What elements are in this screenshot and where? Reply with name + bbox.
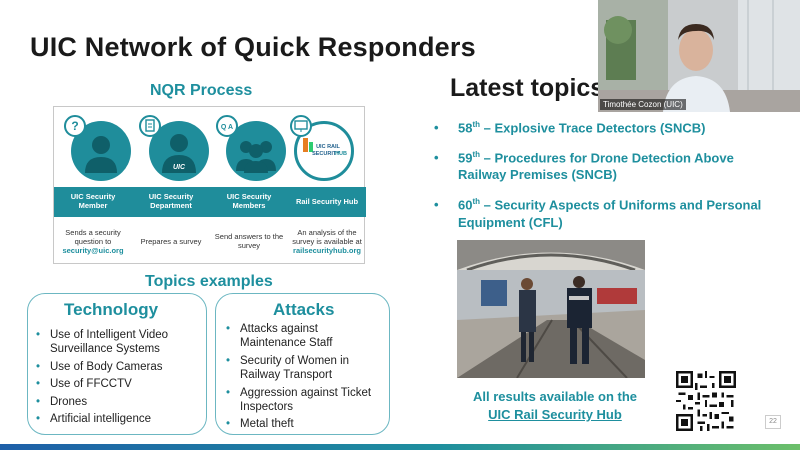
video-feed	[598, 0, 800, 112]
list-item: Artificial intelligence	[36, 412, 204, 427]
list-item: Metal theft	[226, 417, 386, 432]
attacks-list: Attacks against Maintenance Staff Securi…	[226, 322, 386, 435]
attacks-box: Attacks Attacks against Maintenance Staf…	[215, 293, 390, 435]
process-icons: ? UIC Q A UIC RAIL SECURITY HUB	[54, 107, 366, 185]
clipboard-icon	[139, 115, 161, 137]
hub-logo-text-1: UIC RAIL	[316, 144, 340, 150]
nqr-process-title: NQR Process	[150, 82, 253, 99]
slide-title: UIC Network of Quick Responders	[30, 32, 476, 62]
latest-topics-list: 58th – Explosive Trace Detectors (SNCB) …	[432, 120, 772, 244]
topic-item: 59th – Procedures for Drone Detection Ab…	[432, 150, 772, 184]
attacks-title: Attacks	[273, 300, 335, 319]
participant-video[interactable]: Timothée Cozon (UIC)	[598, 0, 800, 112]
list-item: Drones	[36, 395, 204, 410]
hub-logo-text-3: HUB	[335, 151, 347, 157]
role-desc-text: An analysis of the survey is available a…	[292, 227, 362, 246]
technology-box: Technology Use of Intelligent Video Surv…	[27, 293, 207, 435]
hub-logo-text-2: SECURITY	[312, 151, 340, 157]
role-description: An analysis of the survey is available a…	[288, 219, 366, 263]
role-header: UIC Security Department	[148, 192, 194, 210]
hub-website-link[interactable]: railsecurityhub.org	[293, 245, 361, 255]
list-item: Use of Intelligent Video Surveillance Sy…	[36, 328, 204, 357]
svg-text:Q A: Q A	[221, 124, 233, 131]
results-note: All results available on the UIC Rail Se…	[455, 388, 655, 423]
topic-item: 60th – Security Aspects of Uniforms and …	[432, 197, 772, 231]
participant-name-label: Timothée Cozon (UIC)	[600, 99, 686, 110]
technology-title: Technology	[64, 300, 159, 319]
role-header-band: UIC Security Member UIC Security Departm…	[54, 187, 366, 217]
role-description: Sends a security question to security@ui…	[54, 219, 132, 263]
nqr-process-diagram: ? UIC Q A UIC RAIL SECURITY HUB	[53, 106, 366, 264]
list-item: Security of Women in Railway Transport	[226, 354, 386, 383]
role-header: Rail Security Hub	[295, 196, 359, 206]
list-item: Attacks against Maintenance Staff	[226, 322, 386, 351]
member-person-icon	[71, 121, 131, 181]
role-description: Send answers to the survey	[210, 219, 288, 263]
page-number: 22	[765, 415, 781, 429]
role-desc-text: Prepares a survey	[140, 236, 202, 246]
list-item: Aggression against Ticket Inspectors	[226, 386, 386, 415]
list-item: Use of Body Cameras	[36, 360, 204, 375]
role-desc-text: Send answers to the survey	[214, 232, 284, 250]
station-photo	[457, 240, 645, 378]
role-header: UIC Security Members	[226, 192, 272, 210]
rail-security-hub-link[interactable]: UIC Rail Security Hub	[488, 406, 622, 422]
role-header: UIC Security Member	[70, 192, 116, 210]
latest-topics-title: Latest topics	[450, 74, 605, 102]
technology-list: Use of Intelligent Video Surveillance Sy…	[36, 328, 204, 429]
list-item: Use of FFCCTV	[36, 377, 204, 392]
svg-text:UIC: UIC	[173, 164, 186, 171]
members-group-icon	[226, 121, 286, 181]
topic-item: 58th – Explosive Trace Detectors (SNCB)	[432, 120, 772, 137]
monitor-icon	[290, 115, 312, 137]
role-desc-text: Sends a security question to	[65, 227, 121, 246]
footer-gradient-bar	[0, 444, 800, 450]
topics-examples-title: Topics examples	[145, 273, 273, 290]
results-text: All results available on the	[473, 389, 637, 404]
role-descriptions: Sends a security question to security@ui…	[54, 219, 366, 263]
qa-bubble-icon: Q A	[216, 115, 238, 137]
role-description: Prepares a survey	[132, 219, 210, 263]
security-email-link[interactable]: security@uic.org	[62, 245, 124, 255]
question-icon: ?	[64, 115, 86, 137]
qr-code[interactable]	[676, 371, 736, 431]
svg-text:?: ?	[71, 119, 78, 133]
